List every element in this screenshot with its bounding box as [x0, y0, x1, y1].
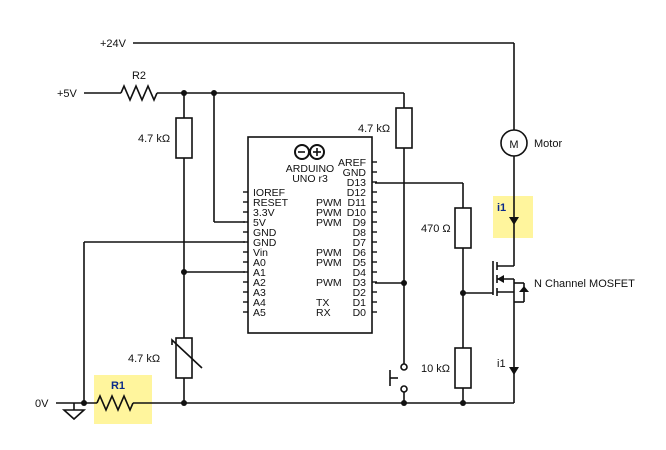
arduino-pin-mode: PWM	[316, 207, 342, 219]
resistor-pulldown	[454, 347, 472, 389]
junction	[81, 400, 87, 406]
arduino-left-pin: Vin	[253, 247, 268, 259]
current-arrow-lower	[509, 367, 519, 375]
junction	[181, 400, 187, 406]
arduino-right-pin: D13	[347, 177, 366, 189]
resistor-r2	[120, 83, 158, 103]
ground-icon	[61, 403, 87, 421]
arduino-right-pin: D8	[353, 227, 367, 239]
junction	[460, 290, 466, 296]
rail-5v-label: +5V	[57, 88, 78, 100]
thermistor	[175, 337, 193, 379]
arduino-pin-mode: PWM	[316, 277, 342, 289]
resistor-r2-label: R2	[132, 70, 146, 82]
resistor-gate	[454, 207, 472, 249]
arduino-right-pin: D0	[353, 307, 367, 319]
arduino-right-pin: D9	[353, 217, 367, 229]
current-arrow-upper	[509, 217, 519, 225]
arduino-pin-mode: PWM	[316, 247, 342, 259]
arduino-left-pin: A0	[253, 257, 266, 269]
arduino-left-pin: IOREF	[253, 187, 285, 199]
arduino-left-pin: A5	[253, 307, 266, 319]
junction	[401, 400, 407, 406]
arduino-logo-icon	[294, 144, 325, 160]
arduino-right-pin: AREF	[338, 157, 366, 169]
motor-symbol-letter: M	[509, 139, 518, 151]
push-button	[389, 363, 408, 393]
thermistor-slash	[171, 338, 203, 369]
arduino-left-pin: A3	[253, 287, 266, 299]
resistor-pullup-d4-label: 4.7 kΩ	[358, 123, 390, 135]
arduino-left-pin: RESET	[253, 197, 289, 209]
arduino-left-pin: GND	[253, 237, 277, 249]
arduino-right-pin: D12	[347, 187, 366, 199]
resistor-pullup-a0	[175, 117, 193, 159]
arduino-right-pin: D5	[353, 257, 367, 269]
junction	[460, 400, 466, 406]
resistor-pullup-d4	[395, 107, 413, 149]
arduino-right-pin: D6	[353, 247, 367, 259]
motor-label: Motor	[534, 138, 562, 150]
arduino-right-pin: D10	[347, 207, 366, 219]
resistor-gate-label: 470 Ω	[421, 223, 451, 235]
arduino-right-pin: D11	[348, 197, 367, 209]
arduino-right-pin: GND	[343, 167, 367, 179]
arduino-left-pin: A4	[253, 297, 266, 309]
thermistor-label: 4.7 kΩ	[128, 353, 160, 365]
arduino-right-pin: D7	[353, 237, 367, 249]
rail-0v-label: 0V	[35, 398, 49, 410]
arduino-subtitle: UNO r3	[292, 173, 328, 185]
arduino-left-pin: A1	[253, 267, 266, 279]
arduino-right-pin: D1	[353, 297, 367, 309]
resistor-pullup-a0-label: 4.7 kΩ	[138, 133, 170, 145]
arduino-left-pin: A2	[253, 277, 266, 289]
arduino-pin-mode: PWM	[316, 217, 342, 229]
current-label-lower: i1	[497, 358, 506, 370]
resistor-r1	[96, 393, 134, 413]
arduino-pin-mode: TX	[316, 297, 329, 309]
mosfet-label: N Channel MOSFET	[534, 278, 635, 290]
arduino-right-pins: AREFGNDD13D12D11PWMD10PWMD9PWMD8D7D6PWMD…	[316, 157, 377, 319]
arduino-right-pin: D4	[353, 267, 367, 279]
arduino-left-pin: 5V	[253, 217, 266, 229]
arduino-title: ARDUINO	[286, 163, 334, 175]
current-label-upper: i1	[497, 202, 506, 214]
arduino-right-pin: D2	[353, 287, 367, 299]
arduino-left-pin: 3.3V	[253, 207, 275, 219]
arduino-pin-mode: PWM	[316, 197, 342, 209]
arduino-right-pin: D3	[353, 277, 367, 289]
resistor-r1-label: R1	[111, 380, 125, 392]
arduino-board	[247, 136, 373, 334]
arduino-pin-mode: RX	[316, 307, 331, 319]
arduino-pin-mode: PWM	[316, 257, 342, 269]
resistor-pulldown-label: 10 kΩ	[421, 363, 450, 375]
arduino-left-pin: GND	[253, 227, 277, 239]
rail-24v-label: +24V	[100, 38, 127, 50]
n-channel-mosfet	[463, 261, 529, 303]
